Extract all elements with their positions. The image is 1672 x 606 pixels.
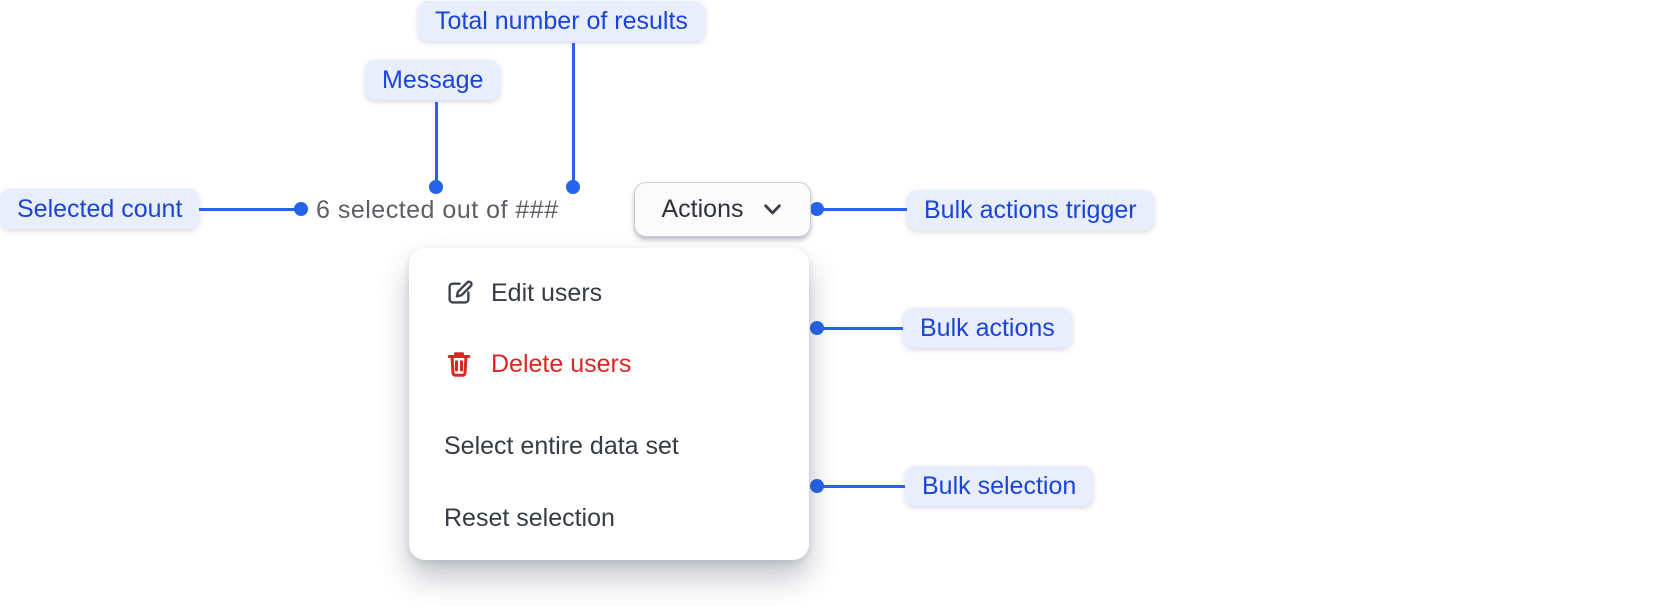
annotation-selected-count: Selected count — [0, 189, 200, 229]
annotation-bulk-selection: Bulk selection — [905, 466, 1094, 506]
annotation-bulk-actions: Bulk actions — [903, 308, 1072, 348]
connector-dot-bulk-actions — [810, 321, 824, 335]
annotation-label: Total number of results — [435, 6, 688, 35]
bulk-actions-menu: Edit users Delete users Select entire da… — [409, 248, 809, 560]
connector-dot-total-results — [566, 180, 580, 194]
connector-dot-message — [429, 180, 443, 194]
menu-item-edit-users[interactable]: Edit users — [409, 263, 809, 323]
annotation-label: Message — [382, 65, 484, 94]
annotation-bulk-actions-trigger: Bulk actions trigger — [907, 190, 1154, 230]
menu-item-label: Edit users — [491, 278, 603, 307]
actions-button-label: Actions — [661, 195, 744, 223]
menu-item-select-entire-data-set[interactable]: Select entire data set — [409, 416, 809, 476]
connector-bulk-selection — [820, 485, 910, 488]
connector-total-results — [571, 43, 575, 187]
annotation-label: Bulk actions — [920, 313, 1055, 342]
annotation-label: Selected count — [17, 194, 183, 223]
menu-item-label: Reset selection — [444, 503, 615, 532]
menu-item-label: Select entire data set — [444, 431, 679, 460]
connector-dot-selected-count — [294, 202, 308, 216]
selection-message: 6 selected out of ### — [316, 196, 559, 224]
annotation-label: Bulk actions trigger — [924, 195, 1137, 224]
connector-message — [434, 102, 438, 187]
trash-icon — [444, 349, 474, 379]
chevron-down-icon — [762, 202, 783, 217]
bulk-actions-trigger-button[interactable]: Actions — [634, 182, 811, 237]
annotation-label: Bulk selection — [922, 471, 1077, 500]
connector-bulk-actions — [820, 327, 910, 330]
connector-bulk-actions-trigger — [820, 208, 910, 211]
connector-dot-bulk-selection — [810, 479, 824, 493]
annotation-message: Message — [365, 60, 501, 100]
connector-dot-bulk-actions-trigger — [810, 202, 824, 216]
menu-item-reset-selection[interactable]: Reset selection — [409, 488, 809, 548]
menu-item-delete-users[interactable]: Delete users — [409, 334, 809, 394]
menu-item-label: Delete users — [491, 349, 632, 378]
annotation-total-number-of-results: Total number of results — [418, 1, 705, 41]
connector-selected-count — [196, 208, 298, 211]
edit-icon — [444, 278, 474, 308]
